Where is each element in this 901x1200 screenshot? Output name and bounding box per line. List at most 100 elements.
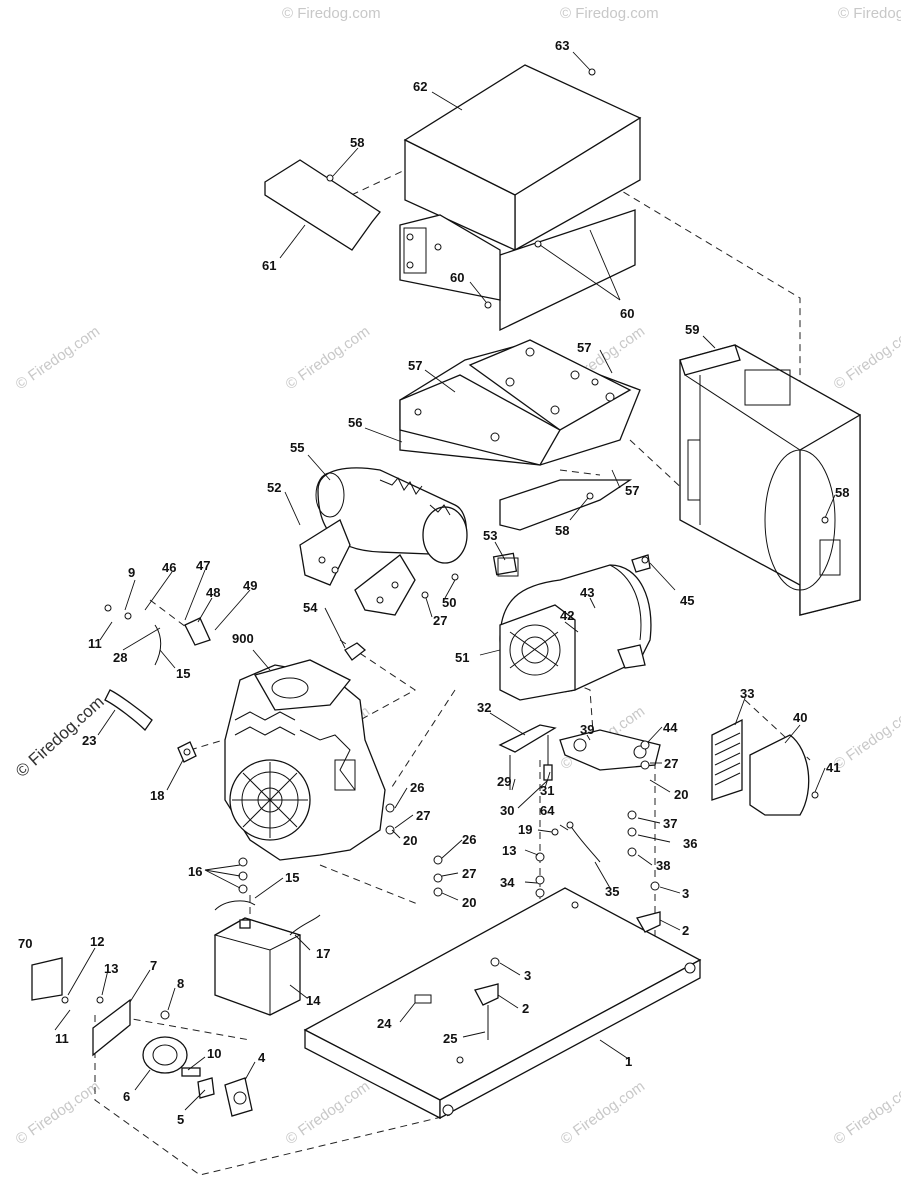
watermark-text: © Firedog.com	[831, 703, 901, 773]
air-deflector	[264, 159, 381, 251]
muffler	[299, 467, 468, 661]
callout-45: 45	[680, 593, 694, 608]
callout-38: 38	[656, 858, 670, 873]
callout-26: 26	[410, 780, 424, 795]
callout-49: 49	[243, 578, 257, 593]
callout-42: 42	[560, 608, 574, 623]
callout-3: 3	[682, 886, 689, 901]
callout-10: 10	[207, 1046, 221, 1061]
air-inlet-grille	[711, 718, 810, 816]
callout-40: 40	[793, 710, 807, 725]
base-cover-panel	[399, 339, 641, 531]
callout-900: 900	[232, 631, 254, 646]
callout-28: 28	[113, 650, 127, 665]
callout-32: 32	[477, 700, 491, 715]
callout-27: 27	[462, 866, 476, 881]
callout-36: 36	[683, 836, 697, 851]
callout-23: 23	[82, 733, 96, 748]
callout-20: 20	[403, 833, 417, 848]
watermark-text: © Firedog.com	[838, 5, 901, 22]
callout-31: 31	[540, 783, 554, 798]
watermark-text: © Firedog.com	[831, 1078, 901, 1148]
callout-labels: 63 62 58 61 60 60 57 57 59 56 55 57 58 5…	[18, 38, 849, 1127]
watermark-text: © Firedog.com	[558, 1078, 649, 1148]
side-enclosure-panel	[679, 344, 861, 616]
callout-13: 13	[104, 961, 118, 976]
watermark-text: © Firedog.com	[283, 323, 374, 393]
callout-24: 24	[377, 1016, 392, 1031]
callout-58: 58	[350, 135, 364, 150]
callout-57: 57	[577, 340, 591, 355]
callout-19: 19	[518, 822, 532, 837]
callout-62: 62	[413, 79, 427, 94]
callout-70: 70	[18, 936, 32, 951]
assembly-dashed-lines	[94, 117, 811, 1176]
callout-50: 50	[442, 595, 456, 610]
callout-33: 33	[740, 686, 754, 701]
callout-27: 27	[416, 808, 430, 823]
callout-54: 54	[303, 600, 318, 615]
callout-55: 55	[290, 440, 304, 455]
callout-35: 35	[605, 884, 619, 899]
callout-14: 14	[306, 993, 321, 1008]
callout-63: 63	[555, 38, 569, 53]
roof-panel-assembly	[399, 64, 642, 332]
battery	[213, 900, 321, 1016]
callout-53: 53	[483, 528, 497, 543]
callout-15: 15	[176, 666, 190, 681]
callout-2: 2	[522, 1001, 529, 1016]
callout-2: 2	[682, 923, 689, 938]
watermark-text: © Firedog.com	[560, 5, 659, 22]
callout-20: 20	[674, 787, 688, 802]
base-plate	[303, 887, 702, 1120]
callout-3: 3	[524, 968, 531, 983]
callout-39: 39	[580, 722, 594, 737]
callout-18: 18	[150, 788, 164, 803]
callout-25: 25	[443, 1031, 457, 1046]
callout-64: 64	[540, 803, 555, 818]
callout-30: 30	[500, 803, 514, 818]
callout-52: 52	[267, 480, 281, 495]
callout-41: 41	[826, 760, 840, 775]
callout-16: 16	[188, 864, 202, 879]
fuel-regulator	[31, 957, 253, 1117]
callout-27: 27	[664, 756, 678, 771]
callout-47: 47	[196, 558, 210, 573]
vibration-mounts	[474, 911, 661, 1040]
callout-12: 12	[90, 934, 104, 949]
hardware-fasteners	[61, 68, 829, 1020]
callout-15: 15	[285, 870, 299, 885]
callout-34: 34	[500, 875, 515, 890]
callout-1: 1	[625, 1054, 632, 1069]
callout-58: 58	[555, 523, 569, 538]
engine	[177, 659, 386, 861]
callout-13: 13	[502, 843, 516, 858]
alternator	[492, 552, 652, 701]
callout-9: 9	[128, 565, 135, 580]
callout-46: 46	[162, 560, 176, 575]
leader-lines	[54, 51, 836, 1111]
callout-6: 6	[123, 1089, 130, 1104]
callout-44: 44	[663, 720, 678, 735]
callout-60: 60	[620, 306, 634, 321]
watermark-text: © Firedog.com	[13, 323, 104, 393]
callout-8: 8	[177, 976, 184, 991]
callout-11: 11	[88, 636, 102, 651]
callout-43: 43	[580, 585, 594, 600]
watermark-text: © Firedog.com	[13, 1078, 104, 1148]
callout-51: 51	[455, 650, 469, 665]
callout-57: 57	[625, 483, 639, 498]
callout-17: 17	[316, 946, 330, 961]
callout-5: 5	[177, 1112, 184, 1127]
callout-48: 48	[206, 585, 220, 600]
callout-4: 4	[258, 1050, 266, 1065]
callout-20: 20	[462, 895, 476, 910]
callout-61: 61	[262, 258, 276, 273]
alternator-mount	[498, 724, 661, 790]
callout-29: 29	[497, 774, 511, 789]
watermark-text: © Firedog.com	[831, 323, 901, 393]
callout-57: 57	[408, 358, 422, 373]
callout-58: 58	[835, 485, 849, 500]
callout-37: 37	[663, 816, 677, 831]
